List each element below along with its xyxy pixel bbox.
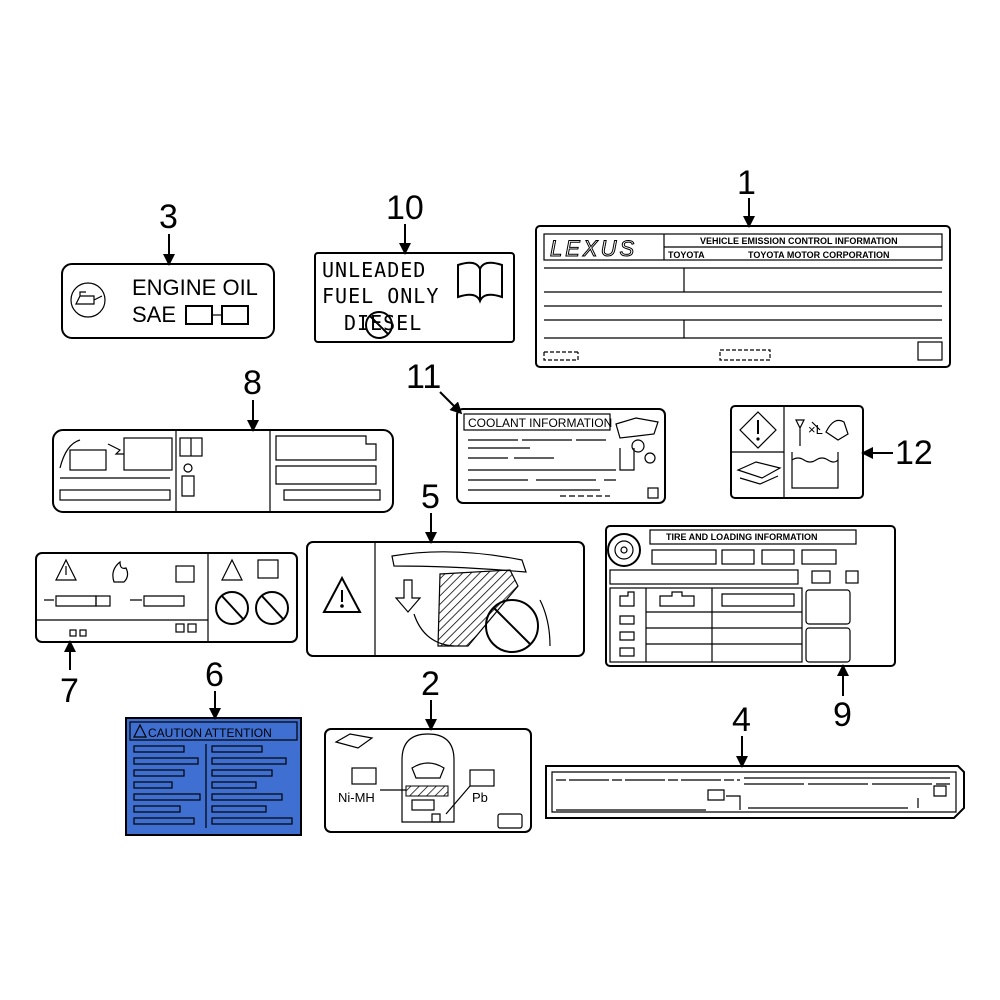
fuel-line3: DIESEL (344, 311, 422, 335)
battery-icon (59, 437, 173, 471)
label-coolant-warning[interactable]: ×L (730, 405, 864, 499)
label-coolant[interactable]: COOLANT INFORMATION (456, 408, 666, 504)
manual-book-icon (175, 565, 195, 583)
label-long-strip[interactable] (545, 765, 965, 819)
radiator-icon (791, 419, 849, 489)
label-unleaded-fuel[interactable]: UNLEADED FUEL ONLY DIESEL (314, 252, 515, 343)
tire-icon (607, 533, 641, 567)
emission-title: VEHICLE EMISSION CONTROL INFORMATION (700, 236, 898, 246)
manual-book-icon (179, 437, 203, 457)
trunk-lid-icon (391, 551, 551, 647)
fuel-line2: FUEL ONLY (322, 284, 439, 308)
warning-hand-icon (615, 417, 659, 471)
no-person-icon (485, 599, 539, 653)
battery-right-label: Pb (472, 790, 488, 805)
callout-7: 7 (60, 672, 79, 710)
label-engine-oil[interactable]: ENGINE OIL SAE (61, 263, 275, 339)
caution-diamond-icon (739, 411, 777, 449)
callout-4: 4 (732, 701, 751, 739)
label-airbag[interactable] (35, 552, 298, 643)
callouts: 1 2 3 4 5 6 7 8 9 10 11 12 (60, 164, 933, 768)
callout-6: 6 (205, 656, 224, 694)
callout-11: 11 (406, 358, 441, 396)
tire-title: TIRE AND LOADING INFORMATION (666, 532, 818, 542)
coolant-title: COOLANT INFORMATION (468, 416, 612, 430)
battery-left-label: Ni-MH (338, 790, 375, 805)
person-icon (181, 463, 195, 497)
emission-maker-right: TOYOTA MOTOR CORPORATION (748, 250, 890, 260)
callout-2: 2 (421, 665, 440, 703)
engine-oil-line1: ENGINE OIL (132, 275, 258, 300)
label-caution-attention[interactable]: CAUTION ATTENTION (125, 717, 302, 836)
oil-can-icon (70, 282, 106, 318)
warning-triangle-icon (133, 723, 147, 738)
label-tire-loading[interactable]: TIRE AND LOADING INFORMATION (605, 525, 896, 667)
callout-9: 9 (833, 696, 852, 734)
callout-10: 10 (386, 189, 424, 227)
battery-icon (351, 767, 495, 787)
callout-1: 1 (737, 164, 756, 202)
caution-title: CAUTION ATTENTION (148, 726, 272, 740)
flame-icon (112, 560, 129, 583)
warning-triangle-icon (221, 558, 243, 581)
car-top-view-icon (380, 733, 471, 823)
arrow-down-icon (394, 579, 422, 613)
label-battery-type[interactable]: Ni-MH Pb (324, 728, 532, 833)
manual-book-icon (736, 461, 782, 485)
warning-triangle-icon (55, 558, 77, 581)
no-mix-symbol: ×L (808, 422, 823, 437)
lexus-logo: LEXUS (550, 236, 637, 261)
manual-book-icon (457, 261, 503, 304)
label-jump-start[interactable] (52, 429, 394, 513)
emission-maker-left: TOYOTA (668, 250, 705, 260)
callout-3: 3 (159, 198, 178, 236)
label-trunk-warning[interactable] (306, 541, 585, 657)
no-symbol-icon (365, 311, 393, 339)
manual-book-icon (257, 559, 279, 579)
callout-12: 12 (895, 434, 933, 472)
warning-triangle-icon (322, 575, 362, 613)
engine-oil-line2: SAE (132, 302, 176, 327)
fuel-line1: UNLEADED (322, 258, 426, 282)
callout-8: 8 (243, 364, 262, 402)
callout-5: 5 (421, 478, 440, 516)
label-emission-control[interactable]: LEXUS VEHICLE EMISSION CONTROL INFORMATI… (535, 225, 951, 368)
no-child-seat-icon (215, 591, 289, 625)
manual-book-icon (334, 733, 374, 749)
